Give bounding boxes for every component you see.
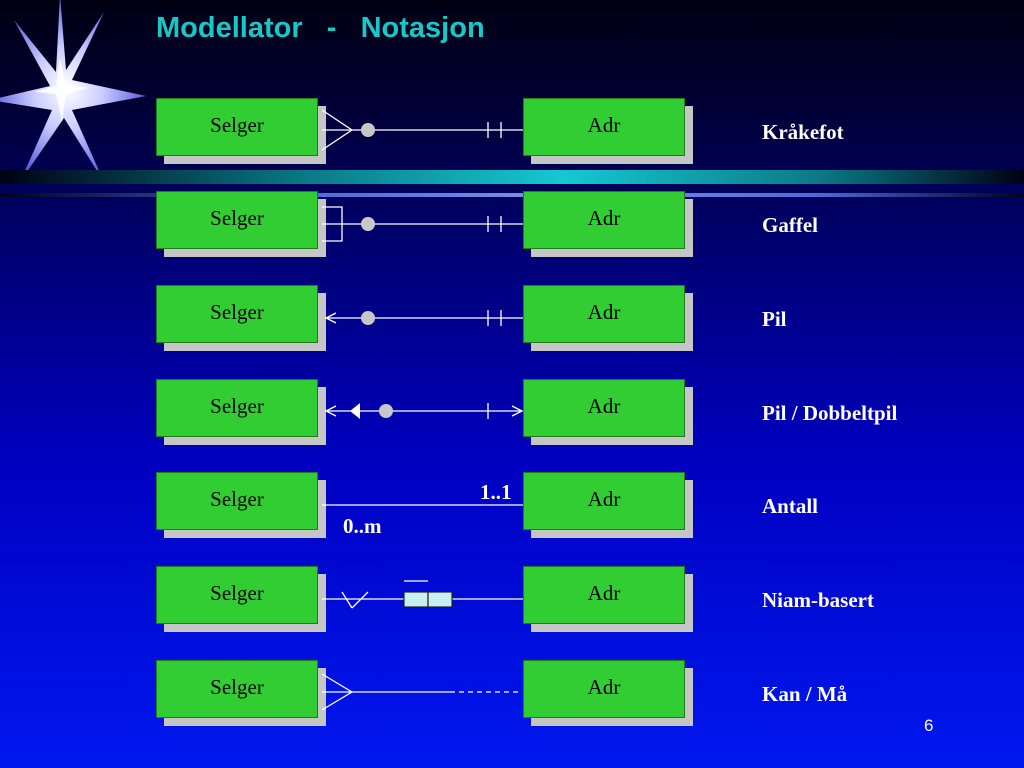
notation-row-niam: Selger Adr Niam-basert [0,566,1024,636]
fork-connector [322,206,523,242]
notation-row-gaffel: Selger Adr Gaffel [0,191,1024,261]
notation-label: Pil / Dobbeltpil [762,401,898,425]
niam-connector [322,580,523,609]
entity-selger: Selger [156,660,318,718]
entity-selger: Selger [156,191,318,249]
entity-selger: Selger [156,285,318,343]
cardinality-left: 0..m [343,514,382,538]
cardinality-right: 1..1 [480,480,512,504]
divider-line [0,193,1024,197]
entity-selger: Selger [156,472,318,530]
notation-label: Kråkefot [762,120,844,144]
entity-adr: Adr [523,472,685,530]
notation-row-antall: Selger 1..1 0..m Adr Antall [0,472,1024,542]
optional-connector [322,673,522,711]
notation-row-pil: Selger Adr Pil [0,285,1024,355]
double-arrow-connector [324,403,524,419]
crowsfoot-connector [322,109,523,151]
page-number: 6 [924,716,934,735]
entity-adr: Adr [523,660,685,718]
entity-selger: Selger [156,566,318,624]
notation-label: Kan / Må [762,682,848,706]
notation-label: Antall [762,494,819,518]
entity-selger: Selger [156,379,318,437]
entity-adr: Adr [523,98,685,156]
notation-label: Pil [762,307,787,331]
notation-row-kan-ma: Selger Adr Kan / Må [0,660,1024,730]
entity-adr: Adr [523,566,685,624]
notation-row-dobbeltpil: Selger Adr Pil / Dobbeltpil [0,379,1024,449]
notation-label: Gaffel [762,213,818,237]
star-inner [34,58,88,122]
entity-selger: Selger [156,98,318,156]
entity-adr: Adr [523,285,685,343]
star-logo [0,0,146,182]
notation-label: Niam-basert [762,588,874,612]
entity-adr: Adr [523,191,685,249]
notation-row-krakefot: Selger Adr Kråkefot [0,98,1024,168]
slide-title: Modellator - Notasjon [156,12,485,44]
divider-bar [0,170,1024,184]
arrow-connector [324,310,523,326]
plain-connector [322,504,523,506]
entity-adr: Adr [523,379,685,437]
